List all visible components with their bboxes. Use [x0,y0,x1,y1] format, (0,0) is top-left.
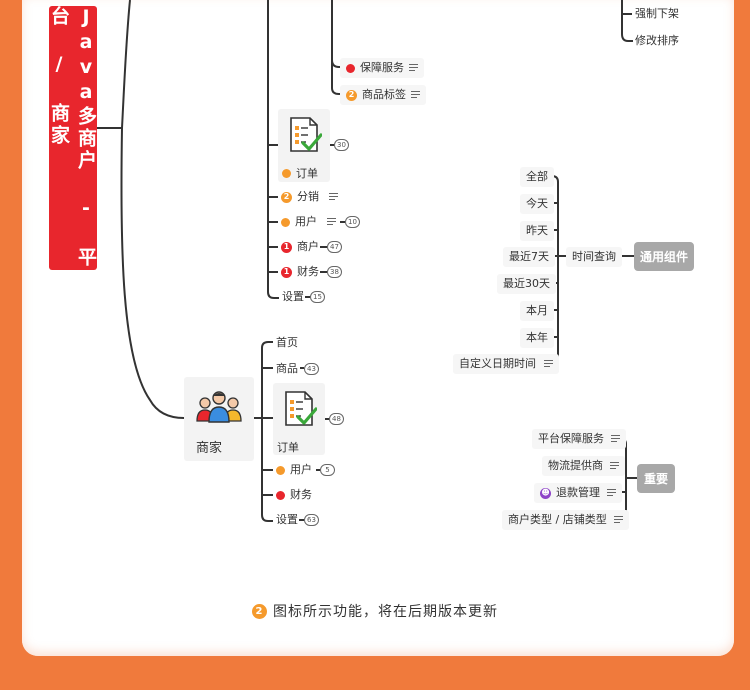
node-logistics-provider[interactable]: 物流提供商 [542,456,625,476]
time-option[interactable]: 自定义日期时间 [453,354,559,374]
note-icon [409,64,418,72]
time-option[interactable]: 今天 [520,194,554,214]
child-count[interactable]: 47 [327,241,342,253]
node-label: 订单 [277,441,299,454]
time-option[interactable]: 最近7天 [503,247,555,267]
people-icon [196,391,242,423]
node-merchant-user[interactable]: 用户 [276,463,312,477]
node-label: 修改排序 [635,34,679,47]
node-force-remove[interactable]: 强制下架 [635,7,679,21]
node-label: 商品 [276,362,298,375]
priority-badge-icon: 1 [281,266,292,278]
node-time-query[interactable]: 时间查询 [566,247,622,267]
node-label: 本月 [526,304,548,317]
node-merchant-order[interactable]: 订单 [273,383,325,455]
checklist-icon [290,117,322,152]
time-option[interactable]: 昨天 [520,221,554,241]
node-distribution[interactable]: 2 分销 [281,190,338,204]
node-label: 本年 [526,331,548,344]
priority-badge-icon: 1 [281,241,292,253]
node-platform-user[interactable]: 用户 [281,215,336,229]
note-icon [544,360,553,368]
devil-face-icon: ☻ [540,487,551,499]
node-label: 财务 [290,488,312,501]
footer-note: 2 图标所示功能，将在后期版本更新 [0,601,750,621]
node-platform-settings[interactable]: 设置 [282,290,304,304]
note-icon [610,462,619,470]
node-label: 最近7天 [509,250,549,263]
node-merchant[interactable]: 商家 [184,377,254,461]
child-count[interactable]: 10 [345,216,360,228]
time-option[interactable]: 最近30天 [497,274,556,294]
node-label: 首页 [276,336,298,349]
priority-badge-icon: 2 [346,89,357,101]
node-refund-manage[interactable]: ☻ 退款管理 [534,483,622,503]
node-label: 自定义日期时间 [459,357,536,370]
node-label: 设置 [276,513,298,526]
node-label: 商户 [297,240,319,253]
node-label: 最近30天 [503,277,550,290]
orange-dot-icon [276,465,285,475]
node-label: 订单 [296,167,318,180]
node-platform-guarantee[interactable]: 平台保障服务 [532,429,626,449]
node-label: 分销 [297,190,319,203]
orange-dot-icon [282,168,291,178]
node-merchant-type[interactable]: 商户类型 / 店铺类型 [502,510,629,530]
node-label: 昨天 [526,224,548,237]
root-title-node[interactable]: Java多商户 - 平台 / 商家 [48,6,97,270]
node-merchant-home[interactable]: 首页 [276,336,298,350]
red-dot-icon [276,490,285,500]
red-dot-icon [346,63,355,73]
root-title: Java多商户 - 平台 / 商家 [48,6,97,269]
node-guarantee-service[interactable]: 保障服务 [340,58,424,78]
time-option[interactable]: 全部 [520,167,554,187]
note-icon [607,489,616,497]
node-important[interactable]: 重要 [637,464,675,493]
child-count[interactable]: 5 [320,464,335,476]
node-label: 强制下架 [635,7,679,20]
child-count[interactable]: 30 [334,139,349,151]
node-merchant-settings[interactable]: 设置 [276,513,298,527]
node-goods-tag[interactable]: 2 商品标签 [340,85,426,105]
checklist-icon [285,391,317,426]
time-option[interactable]: 本月 [520,301,554,321]
node-label: 平台保障服务 [538,432,604,445]
node-label: 今天 [526,197,548,210]
note-icon [327,218,336,226]
node-label: 物流提供商 [548,459,603,472]
orange-dot-icon [281,217,290,227]
node-label: 商户类型 / 店铺类型 [508,513,607,526]
note-icon [411,91,420,99]
node-merchant-manage[interactable]: 1 商户 [281,240,319,254]
child-count[interactable]: 38 [327,266,342,278]
node-merchant-goods[interactable]: 商品 [276,362,298,376]
note-icon [611,435,620,443]
node-label: 退款管理 [556,486,600,499]
note-icon [613,516,623,524]
node-label: 保障服务 [360,61,404,74]
node-merchant-finance[interactable]: 财务 [276,488,312,502]
node-label: 商品标签 [362,88,406,101]
footer-text: 图标所示功能，将在后期版本更新 [273,604,498,620]
child-count[interactable]: 48 [329,413,344,425]
child-count[interactable]: 43 [304,363,319,375]
node-platform-finance[interactable]: 1 财务 [281,265,319,279]
node-platform-order[interactable]: 订单 [278,109,330,182]
child-count[interactable]: 63 [304,514,319,526]
time-option[interactable]: 本年 [520,328,554,348]
child-count[interactable]: 15 [310,291,325,303]
node-label: 财务 [297,265,319,278]
node-common-component[interactable]: 通用组件 [634,242,694,271]
node-edit-sort[interactable]: 修改排序 [635,34,679,48]
priority-badge-icon: 2 [252,604,267,619]
node-label: 全部 [526,170,548,183]
node-label: 设置 [282,290,304,303]
node-label: 时间查询 [572,250,616,263]
content-card [22,0,734,656]
note-icon [329,193,338,201]
priority-badge-icon: 2 [281,191,292,203]
node-label: 商家 [196,441,223,456]
node-label: 用户 [295,215,317,228]
node-label: 用户 [290,463,312,476]
